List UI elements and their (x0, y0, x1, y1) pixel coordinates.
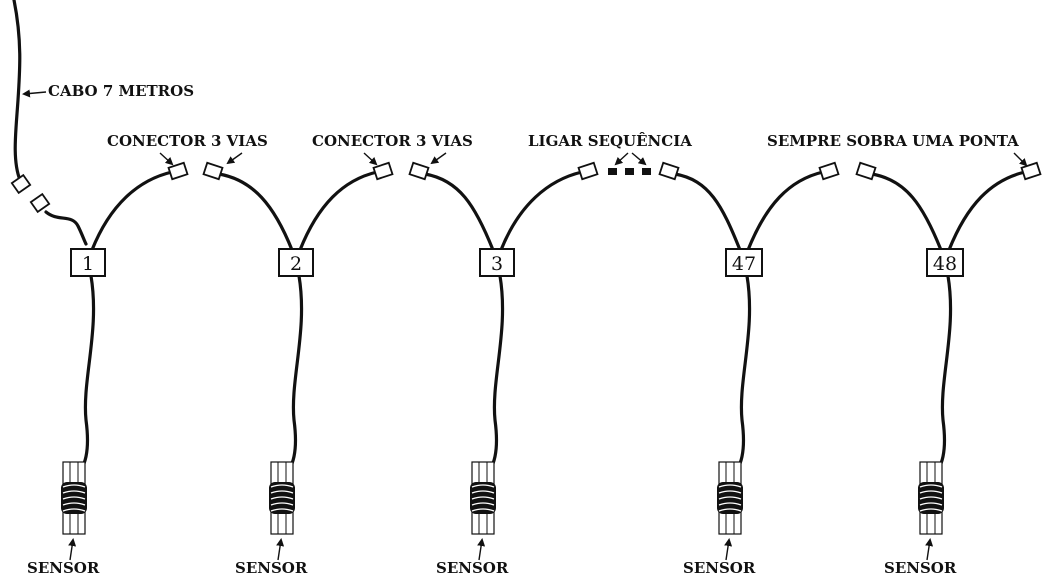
connector-arrow-2a (363, 152, 378, 166)
unit-48-sensor-label: SENSOR (884, 559, 957, 576)
unit-2-right-arm (298, 170, 379, 252)
cable-arrow (22, 89, 47, 98)
end-note-label: SEMPRE SOBRA UMA PONTA (767, 132, 1019, 150)
unit-3-number: 3 (491, 253, 503, 275)
unit-48-right-connector (1020, 161, 1042, 181)
end-note-arrow (1013, 152, 1028, 167)
unit-48-right-arm (947, 170, 1027, 252)
unit-48: SENSOR 48 (855, 161, 1042, 576)
unit-3-sensor-cable (481, 274, 505, 480)
unit-3-sensor-wrap-1 (471, 484, 495, 488)
unit-48-sensor-wrap-1 (919, 484, 943, 488)
unit-2-sensor-label: SENSOR (235, 559, 308, 576)
unit-2-sensor-wrap-2 (270, 490, 294, 494)
unit-47-sensor-cable (728, 274, 752, 480)
unit-1-sensor-arrow (68, 538, 77, 561)
unit-1-sensor-wrap-2 (62, 490, 86, 494)
unit-48-sensor-cable (929, 274, 953, 480)
main-cable (12, 0, 22, 182)
unit-2-sensor-cable (280, 274, 304, 480)
unit-3-sensor-wrap-4 (471, 502, 495, 506)
unit-47: SENSOR 47 (658, 161, 840, 576)
unit-47-box (725, 248, 763, 277)
unit-47-sensor-arrow (724, 538, 733, 561)
unit-48-sensor-wrap-5 (919, 508, 943, 512)
unit-1-sensor-label: SENSOR (27, 559, 100, 576)
unit-47-sensor-wrap-1 (718, 484, 742, 488)
unit-3-sensor-wrap-5 (471, 508, 495, 512)
unit-47-left-arm (673, 172, 742, 252)
unit-2-sensor-wrap-3 (270, 496, 294, 500)
connector-arrow-2b (430, 152, 447, 165)
unit-3-box (479, 248, 515, 277)
unit-47-sensor-wrap-5 (718, 508, 742, 512)
unit-2-sensor-wrap-1 (270, 484, 294, 488)
unit-47-sensor-wrap-4 (718, 502, 742, 506)
unit-48-box (926, 248, 964, 277)
unit-2-left-arm (217, 172, 294, 252)
unit-48-sensor-arrow (925, 538, 934, 561)
unit-2-sensor-wrap-5 (270, 508, 294, 512)
unit-3-sensor-label: SENSOR (436, 559, 509, 576)
unit-1-right-arm (90, 170, 174, 252)
unit-3-right-connector (577, 161, 599, 181)
cable-connector-2 (29, 192, 51, 214)
unit-2-number: 2 (290, 253, 302, 275)
unit-2-sensor-wrap-4 (270, 502, 294, 506)
unit-2-left-connector (202, 161, 224, 181)
unit-47-number: 47 (732, 253, 756, 275)
unit-2-sensor-arrow (276, 538, 285, 561)
unit-47-sensor-label: SENSOR (683, 559, 756, 576)
unit-1-sensor-wrap-3 (62, 496, 86, 500)
connector-label-2: CONECTOR 3 VIAS (312, 132, 473, 150)
unit-48-sensor-coil (918, 482, 944, 514)
unit-47-right-arm (746, 170, 825, 252)
unit-1-sensor-wrap-4 (62, 502, 86, 506)
unit-1-sensor-wrap-5 (62, 508, 86, 512)
cable-connector-1 (10, 173, 32, 195)
main-cable-to-unit-1 (44, 210, 88, 246)
unit-48-left-arm (870, 172, 943, 252)
unit-1-sensor-coil (61, 482, 87, 514)
unit-1-right-connector (167, 161, 189, 181)
connector-arrow-1b (226, 152, 243, 165)
unit-47-right-connector (818, 161, 840, 181)
connector-arrow-1a (159, 152, 174, 166)
unit-48-sensor-wrap-4 (919, 502, 943, 506)
unit-1: SENSOR 1 (27, 161, 189, 576)
unit-1-number: 1 (82, 253, 94, 275)
sequence-dots (608, 168, 651, 175)
unit-2: SENSOR 2 (202, 161, 394, 576)
unit-48-number: 48 (933, 253, 957, 275)
unit-3-right-arm (499, 170, 584, 252)
unit-48-sensor-wrap-2 (919, 490, 943, 494)
connector-label-1: CONECTOR 3 VIAS (107, 132, 268, 150)
unit-47-sensor-coil (717, 482, 743, 514)
unit-3-sensor-arrow (477, 538, 486, 561)
unit-48-left-connector (855, 161, 877, 181)
sequence-label: LIGAR SEQUÊNCIA (528, 132, 692, 150)
unit-48-sensor-wrap-3 (919, 496, 943, 500)
unit-1-sensor-wrap-1 (62, 484, 86, 488)
unit-47-sensor-wrap-2 (718, 490, 742, 494)
unit-3-sensor-coil (470, 482, 496, 514)
unit-2-sensor-coil (269, 482, 295, 514)
unit-3-left-arm (423, 172, 495, 252)
unit-47-sensor-wrap-3 (718, 496, 742, 500)
cable-label: CABO 7 METROS (48, 82, 194, 100)
unit-3: SENSOR 3 (408, 161, 599, 576)
unit-3-left-connector (408, 161, 430, 181)
unit-1-sensor-cable (72, 274, 96, 480)
unit-47-left-connector (658, 161, 680, 181)
unit-2-right-connector (372, 161, 394, 181)
unit-1-box (70, 248, 106, 277)
unit-2-box (278, 248, 314, 277)
unit-3-sensor-wrap-3 (471, 496, 495, 500)
unit-3-sensor-wrap-2 (471, 490, 495, 494)
sequence-arrow-b (631, 152, 647, 166)
sequence-arrow-a (614, 152, 629, 166)
